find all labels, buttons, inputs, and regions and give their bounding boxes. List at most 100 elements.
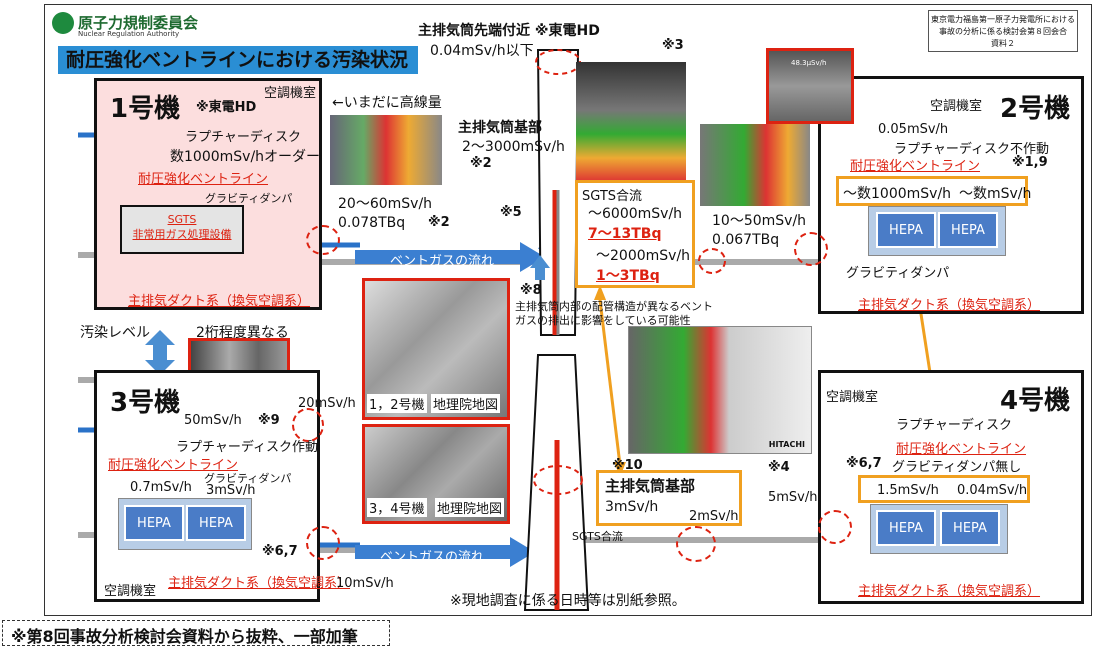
stack-heatmap-photo [576, 62, 686, 182]
stack-base-box-2: 主排気筒基部 3mSv/h 2mSv/h [596, 470, 742, 526]
unit1-hd: ※東電HD [196, 100, 257, 115]
unit3-rupture: ラプチャーディスク作動 [176, 440, 318, 455]
org-sub: Nuclear Regulation Authority [78, 30, 180, 38]
unit4-room: 空調機室 [826, 390, 879, 405]
survey-screenshot-photo: HITACHI [628, 326, 812, 454]
map34-label: 3，4号機 [367, 498, 427, 517]
footer-box: ※第8回事故分析検討会資料から抜粋、一部加筆 [2, 620, 390, 646]
tbq-1-3: 1〜3TBq [596, 268, 660, 284]
unit3-room: 空調機室 [104, 584, 157, 599]
stack-tip-value: 0.04mSv/h以下 [430, 43, 534, 59]
hitachi-label: HITACHI [768, 440, 805, 449]
unit2-range1: 〜数1000mSv/h [843, 186, 952, 202]
unit3-box [94, 370, 320, 602]
sgts-label: SGTS [167, 213, 197, 226]
doc-ref-line: 資料２ [991, 39, 1015, 48]
unit3-note9: ※9 [258, 413, 280, 428]
dose-2000: 〜2000mSv/h [596, 248, 691, 264]
doc-reference: 東京電力福島第一原子力発電所における 事故の分析に係る検討会第８回会合 資料２ [928, 10, 1078, 52]
measure-point-circle [292, 408, 324, 442]
unit3-v10: 10mSv/h [336, 576, 394, 591]
dose-2msv: 2mSv/h [689, 509, 739, 524]
note-8: ※8 [520, 283, 542, 298]
unit1-rupture: ラプチャーディスク [185, 130, 301, 145]
map-unit12: 1，2号機 地理院地図 [362, 278, 510, 420]
unit3-damper: グラビティダンパ [204, 472, 292, 485]
unit4-duct-label: 主排気ダクト系（換気空調系） [858, 584, 1041, 599]
unit3-a: 0.7mSv/h [130, 480, 192, 495]
unit4-b: 0.04mSv/h [957, 483, 1028, 498]
stack-base-value-2: 3mSv/h [605, 499, 659, 515]
dose-6000: 〜6000mSv/h [588, 206, 683, 222]
unit2-room: 空調機室 [930, 99, 983, 114]
unit1-duct-label: 主排気ダクト系（換気空調系） [128, 294, 311, 309]
note-5: ※5 [500, 205, 522, 220]
unit4-damper: グラビティダンパ無し [892, 460, 1022, 475]
vent-flow-label-2: ベントガスの流れ [380, 550, 485, 565]
unit2-rupture: ラプチャーディスク不作動 [894, 142, 1049, 157]
unit4-name: 4号機 [1000, 386, 1071, 416]
tbq-7-13: 7〜13TBq [588, 226, 662, 242]
unit2-box [818, 76, 1084, 314]
measure-point-circle [306, 526, 340, 560]
stack-base-label: 主排気筒基部 [458, 120, 542, 136]
sgts-merge-label-2: SGTS合流 [572, 530, 623, 543]
unit4-v5: 5mSv/h [768, 490, 818, 505]
unit3-dose: 50mSv/h [184, 413, 242, 428]
unit3-b: 3mSv/h [206, 483, 256, 498]
unit2-range-box: 〜数1000mSv/h 〜数mSv/h [836, 176, 1031, 206]
stack-base-value: 2〜3000mSv/h [462, 139, 565, 155]
unit4-hepa-2: HEPA [940, 510, 1000, 546]
unit2-tbq: 0.067TBq [712, 232, 780, 248]
unit2-dose: 10〜50mSv/h [712, 213, 807, 229]
footer-note: ※第8回事故分析検討会資料から抜粋、一部加筆 [11, 627, 358, 646]
map-unit34: 3，4号機 地理院地図 [362, 424, 510, 524]
measure-point-circle [818, 510, 852, 544]
page-title: 耐圧強化ベントラインにおける汚染状況 [58, 46, 418, 74]
unit1-vent-label: 耐圧強化ベントライン [138, 172, 269, 187]
unit1-heatmap-photo [330, 115, 442, 185]
unit1-room: 空調機室 [264, 86, 317, 101]
vent-flow-label: ベントガスの流れ [390, 254, 495, 269]
sgts-merge-label: SGTS合流 [582, 189, 643, 204]
unit3-hepa-2: HEPA [186, 505, 246, 541]
doc-ref-line: 事故の分析に係る検討会第８回会合 [939, 27, 1067, 36]
diagram-frame [44, 4, 1092, 616]
unit2-photo-label: 48.3μSv/h [791, 59, 827, 67]
nra-logo-icon [52, 12, 74, 34]
gsi-label-2: 地理院地図 [435, 498, 505, 517]
unit2-name: 2号機 [1000, 94, 1071, 124]
unit2-v005: 0.05mSv/h [878, 122, 949, 137]
unit4-a: 1.5mSv/h [877, 483, 939, 498]
unit1-order: 数1000mSv/hオーダー [170, 149, 321, 165]
unit2-vent-label: 耐圧強化ベントライン [850, 159, 981, 174]
survey-note: ※現地調査に係る日時等は別紙参照。 [450, 593, 686, 609]
unit2-note19: ※1,9 [1012, 155, 1048, 170]
measure-point-circle [698, 248, 726, 274]
unit4-note67: ※6,7 [846, 456, 882, 471]
unit3-v20: 20mSv/h [298, 396, 356, 411]
unit1-name: 1号機 [110, 94, 181, 124]
unit1-dose: 20〜60mSv/h [338, 196, 433, 212]
unit3-note67: ※6,7 [262, 544, 298, 559]
measure-point-circle [794, 232, 828, 266]
interior-note: 主排気筒内部の配管構造が異なるベントガスの排出に影響をしている可能性 [515, 300, 713, 327]
stack-tip-label: 主排気筒先端付近 ※東電HD [418, 23, 600, 39]
doc-ref-line: 東京電力福島第一原子力発電所における [931, 15, 1075, 24]
unit1-damper: グラビティダンパ [205, 192, 293, 205]
vent-flow-arrow-top [355, 242, 545, 272]
unit1-note: ※2 [428, 215, 450, 230]
measure-point-circle [306, 225, 340, 255]
level-difference-label: 2桁程度異なる [196, 325, 289, 341]
stack-base-label-2: 主排気筒基部 [605, 477, 696, 495]
unit1-tbq: 0.078TBq [338, 215, 406, 231]
sgts-merge-box: SGTS合流 〜6000mSv/h 7〜13TBq 〜2000mSv/h 1〜3… [575, 180, 695, 288]
unit2-duct-label: 主排気ダクト系（換気空調系） [858, 298, 1041, 313]
sgts-box: SGTS 非常用ガス処理設備 [120, 205, 244, 254]
unit2-hepa-2: HEPA [938, 212, 998, 248]
unit3-name: 3号機 [110, 388, 181, 418]
unit3-duct-label: 主排気ダクト系（換気空調系） [168, 576, 351, 591]
org-name: 原子力規制委員会 [78, 14, 199, 32]
note-10: ※10 [612, 458, 643, 473]
note-2: ※2 [470, 156, 492, 171]
